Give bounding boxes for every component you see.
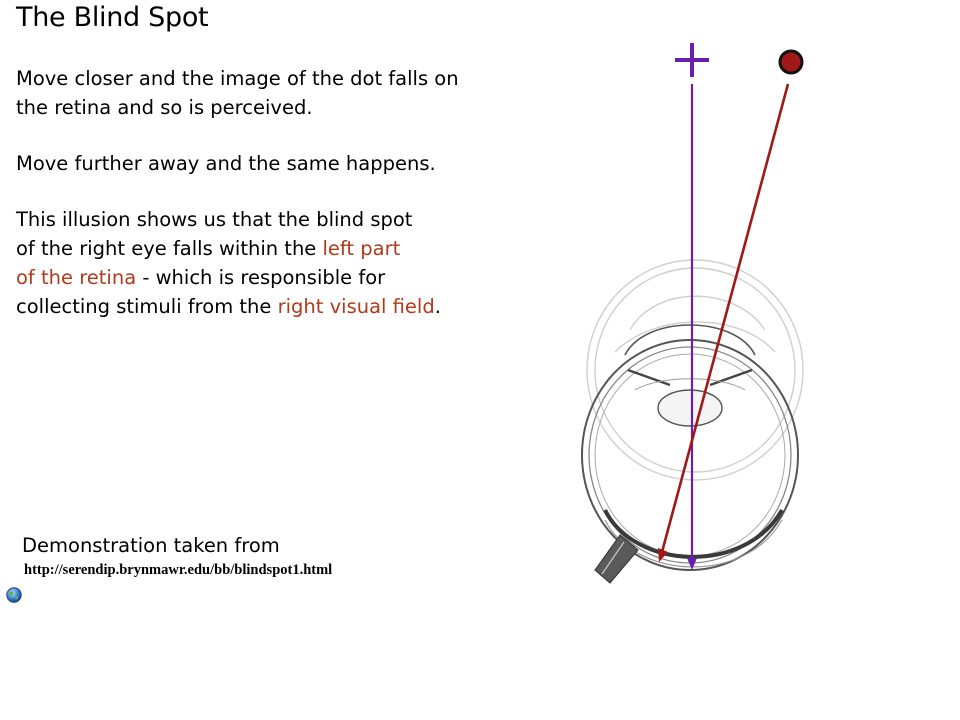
paragraph-move-further: Move further away and the same happens. <box>16 152 436 175</box>
dot-icon <box>778 49 804 75</box>
explanation-line-1: This illusion shows us that the blind sp… <box>16 208 413 231</box>
highlight-of-the-retina: of the retina <box>16 266 137 289</box>
highlight-right-visual-field: right visual field <box>277 295 435 318</box>
retina-band <box>603 509 784 559</box>
explanation-line-2a: of the right eye falls within the <box>16 237 323 260</box>
explanation-line-4a: collecting stimuli from the <box>16 295 278 318</box>
highlight-left-part: left part <box>322 237 401 260</box>
credit-url-link[interactable]: http://serendip.brynmawr.edu/bb/blindspo… <box>24 562 333 578</box>
eye-outline <box>581 324 799 571</box>
plus-icon <box>675 43 709 77</box>
eye-outline-faint <box>586 259 804 481</box>
eye-diagram <box>581 43 804 584</box>
optic-nerve <box>594 534 639 584</box>
credit-label: Demonstration taken from <box>22 534 280 557</box>
paragraph-move-closer: Move closer and the image of the dot fal… <box>16 67 459 119</box>
slide-body: Move closer and the image of the dot fal… <box>16 64 486 348</box>
globe-icon[interactable] <box>6 587 22 603</box>
slide-title: The Blind Spot <box>16 2 209 33</box>
dot-line <box>660 83 790 553</box>
paragraph-explanation: This illusion shows us that the blind sp… <box>16 205 486 321</box>
explanation-line-4c: . <box>434 295 441 318</box>
explanation-line-3b: - which is responsible for <box>136 266 386 289</box>
